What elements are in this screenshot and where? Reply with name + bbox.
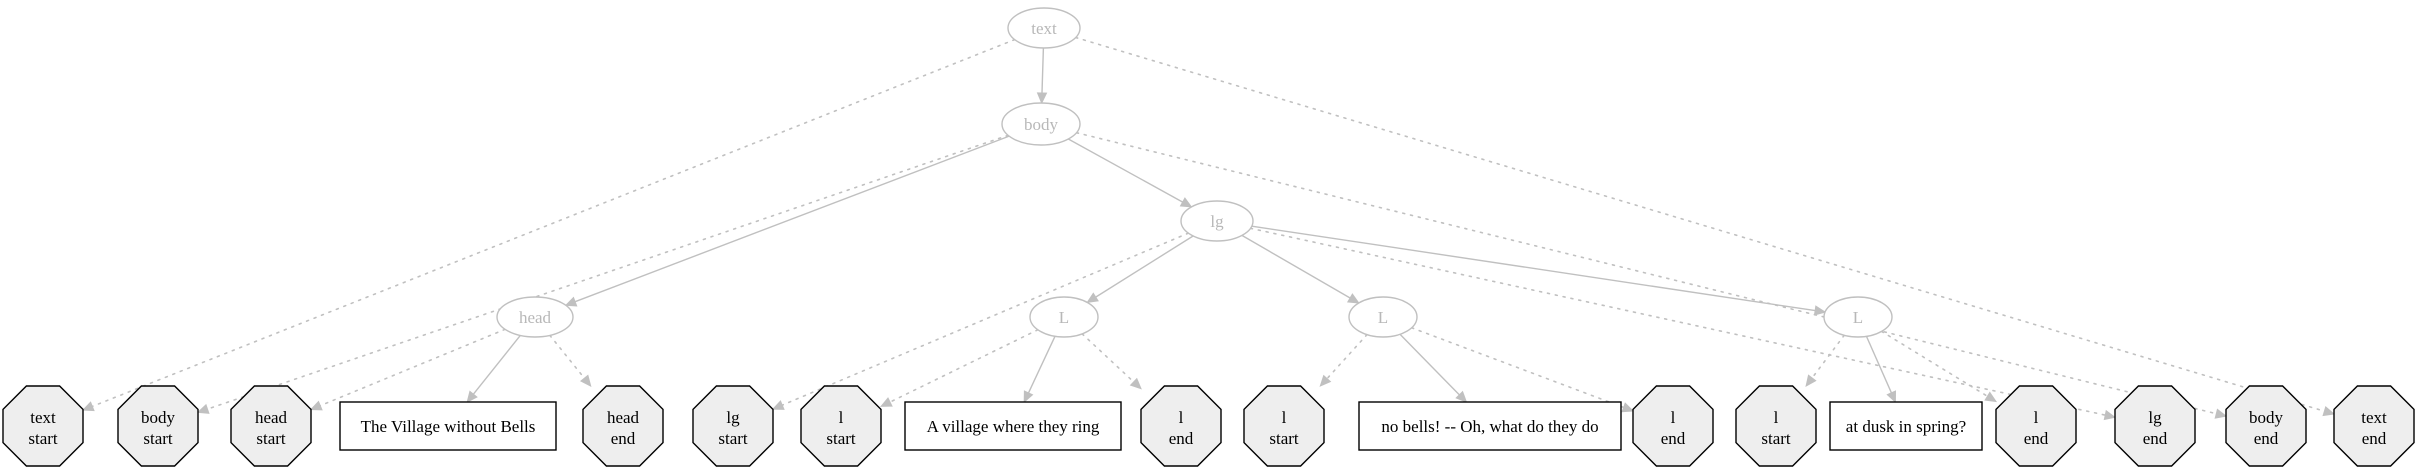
edge-head-to-head-text [466, 334, 521, 403]
node-label: l [1179, 408, 1184, 427]
node-label: body [1024, 115, 1059, 134]
node-l3-start: l start [1735, 385, 1817, 467]
node-l2-text: no bells! -- Oh, what do they do [1358, 401, 1622, 451]
node-label: The Village without Bells [361, 417, 536, 436]
node-label: start [28, 429, 58, 448]
node-label: L [1378, 308, 1388, 327]
node-lg: lg [1180, 200, 1254, 242]
node-label: start [826, 429, 856, 448]
node-label: end [611, 429, 636, 448]
edge-l1-to-l1-text [1023, 336, 1056, 404]
node-label: lg [726, 408, 740, 427]
node-body-start: body start [117, 385, 199, 467]
edge-l1-to-l1-end [1081, 333, 1142, 390]
node-label: end [1169, 429, 1194, 448]
node-label: lg [1210, 212, 1224, 231]
node-label: end [2362, 429, 2387, 448]
edge-l3-to-l3-start [1805, 334, 1845, 387]
node-label: end [1661, 429, 1686, 448]
edges [81, 36, 2336, 421]
edge-body-to-body-end [1075, 131, 2228, 419]
node-label: l [1774, 408, 1779, 427]
node-label: end [2024, 429, 2049, 448]
edge-lg-to-lg-end [1249, 227, 2117, 421]
node-text: text [1007, 7, 1081, 49]
node-label: head [519, 308, 552, 327]
node-label: start [718, 429, 748, 448]
node-l1: L [1029, 296, 1099, 338]
node-label: body [2249, 408, 2284, 427]
node-label: l [839, 408, 844, 427]
edge-text-to-text-start [81, 38, 1016, 412]
node-label: L [1059, 308, 1069, 327]
node-label: head [607, 408, 640, 427]
edge-body-to-lg [1067, 138, 1193, 208]
node-label: l [1282, 408, 1287, 427]
edge-l3-to-l3-text [1865, 336, 1897, 404]
node-l3: L [1823, 296, 1893, 338]
node-body-end: body end [2225, 385, 2307, 467]
node-head: head [496, 296, 574, 338]
edge-head-to-head-end [549, 334, 592, 387]
edge-lg-to-lg-start [771, 232, 1190, 410]
node-label: lg [2148, 408, 2162, 427]
node-l3-text: at dusk in spring? [1829, 401, 1983, 451]
node-text-end: text end [2333, 385, 2415, 467]
node-head-text: The Village without Bells [339, 401, 557, 451]
edge-body-to-body-start [196, 134, 1009, 414]
node-label: at dusk in spring? [1846, 417, 1966, 436]
edge-text-to-text-end [1074, 36, 2336, 417]
node-l2-end: l end [1632, 385, 1714, 467]
node-head-end: head end [582, 385, 664, 467]
node-label: no bells! -- Oh, what do they do [1381, 417, 1598, 436]
node-body: body [1001, 102, 1081, 146]
edge-lg-to-l1 [1086, 235, 1194, 304]
node-label: L [1853, 308, 1863, 327]
node-label: end [2254, 429, 2279, 448]
edge-l3-to-l3-end [1880, 330, 1998, 403]
node-label: start [256, 429, 286, 448]
node-label: body [141, 408, 176, 427]
node-l1-start: l start [800, 385, 882, 467]
node-label: text [30, 408, 56, 427]
node-l2-start: l start [1243, 385, 1325, 467]
node-l1-text: A village where they ring [904, 401, 1122, 451]
edge-l1-to-l1-start [879, 328, 1039, 407]
edge-l2-to-l2-end [1410, 326, 1635, 413]
edge-lg-to-l3 [1251, 225, 1827, 316]
edge-l2-to-l2-start [1319, 333, 1368, 387]
node-lg-end: lg end [2114, 385, 2196, 467]
node-head-start: head start [230, 385, 312, 467]
node-label: A village where they ring [927, 417, 1100, 436]
node-label: start [1269, 429, 1299, 448]
edge-l2-to-l2-text [1399, 333, 1468, 403]
node-text-start: text start [2, 385, 84, 467]
node-label: l [1671, 408, 1676, 427]
node-lg-start: lg start [692, 385, 774, 467]
node-label: end [2143, 429, 2168, 448]
node-label: text [1031, 19, 1057, 38]
edge-lg-to-l2 [1241, 234, 1360, 304]
node-label: start [1761, 429, 1791, 448]
node-label: head [255, 408, 288, 427]
node-l2: L [1348, 296, 1418, 338]
node-l1-end: l end [1140, 385, 1222, 467]
edge-head-to-head-start [309, 328, 506, 411]
edge-text-to-body [1036, 47, 1048, 105]
edge-body-to-head [564, 135, 1010, 307]
node-label: text [2361, 408, 2387, 427]
node-label: start [143, 429, 173, 448]
node-label: l [2034, 408, 2039, 427]
node-l3-end: l end [1995, 385, 2077, 467]
